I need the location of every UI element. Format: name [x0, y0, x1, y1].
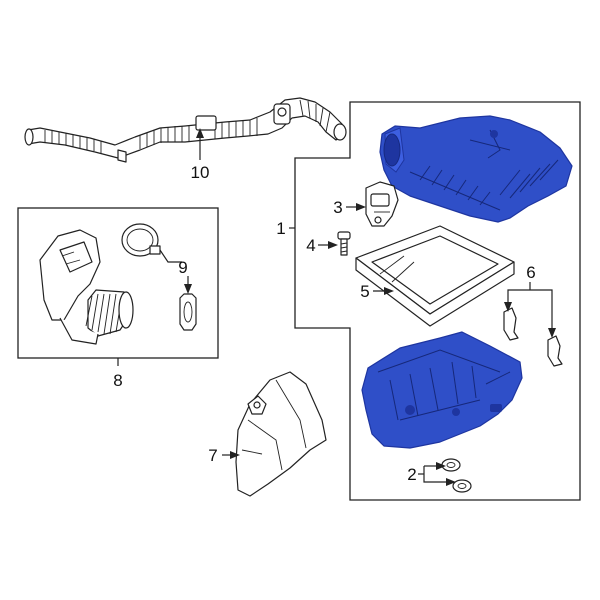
- part-10-intake-tube: [24, 97, 347, 163]
- callout-4: 4: [306, 236, 315, 255]
- assembly-1-bracket: [294, 101, 581, 501]
- part-6-clips: [503, 307, 563, 367]
- part-3-sensor: [365, 181, 399, 227]
- callout-8: 8: [113, 371, 122, 390]
- air-cleaner-housing-highlight: [361, 331, 523, 449]
- callout-5: 5: [360, 282, 369, 301]
- leader-2: [423, 466, 450, 483]
- part-9-clamps: [121, 223, 197, 331]
- part-8-duct: [39, 229, 134, 345]
- callout-10: 10: [191, 163, 210, 182]
- cover-body: [379, 115, 573, 223]
- air-cleaner-cover-highlight: [379, 115, 573, 223]
- leader-9: [159, 249, 182, 263]
- part-7-duct: [235, 371, 327, 497]
- part-4-screw: [337, 231, 351, 256]
- callout-9: 9: [178, 258, 187, 277]
- part-2-grommets: [441, 458, 472, 493]
- part-5-air-filter: [355, 225, 515, 327]
- callout-1: 1: [276, 219, 285, 238]
- callout-7: 7: [208, 446, 217, 465]
- housing-body: [361, 331, 523, 449]
- callout-6: 6: [526, 263, 535, 282]
- callout-3: 3: [333, 198, 342, 217]
- callout-2: 2: [407, 465, 416, 484]
